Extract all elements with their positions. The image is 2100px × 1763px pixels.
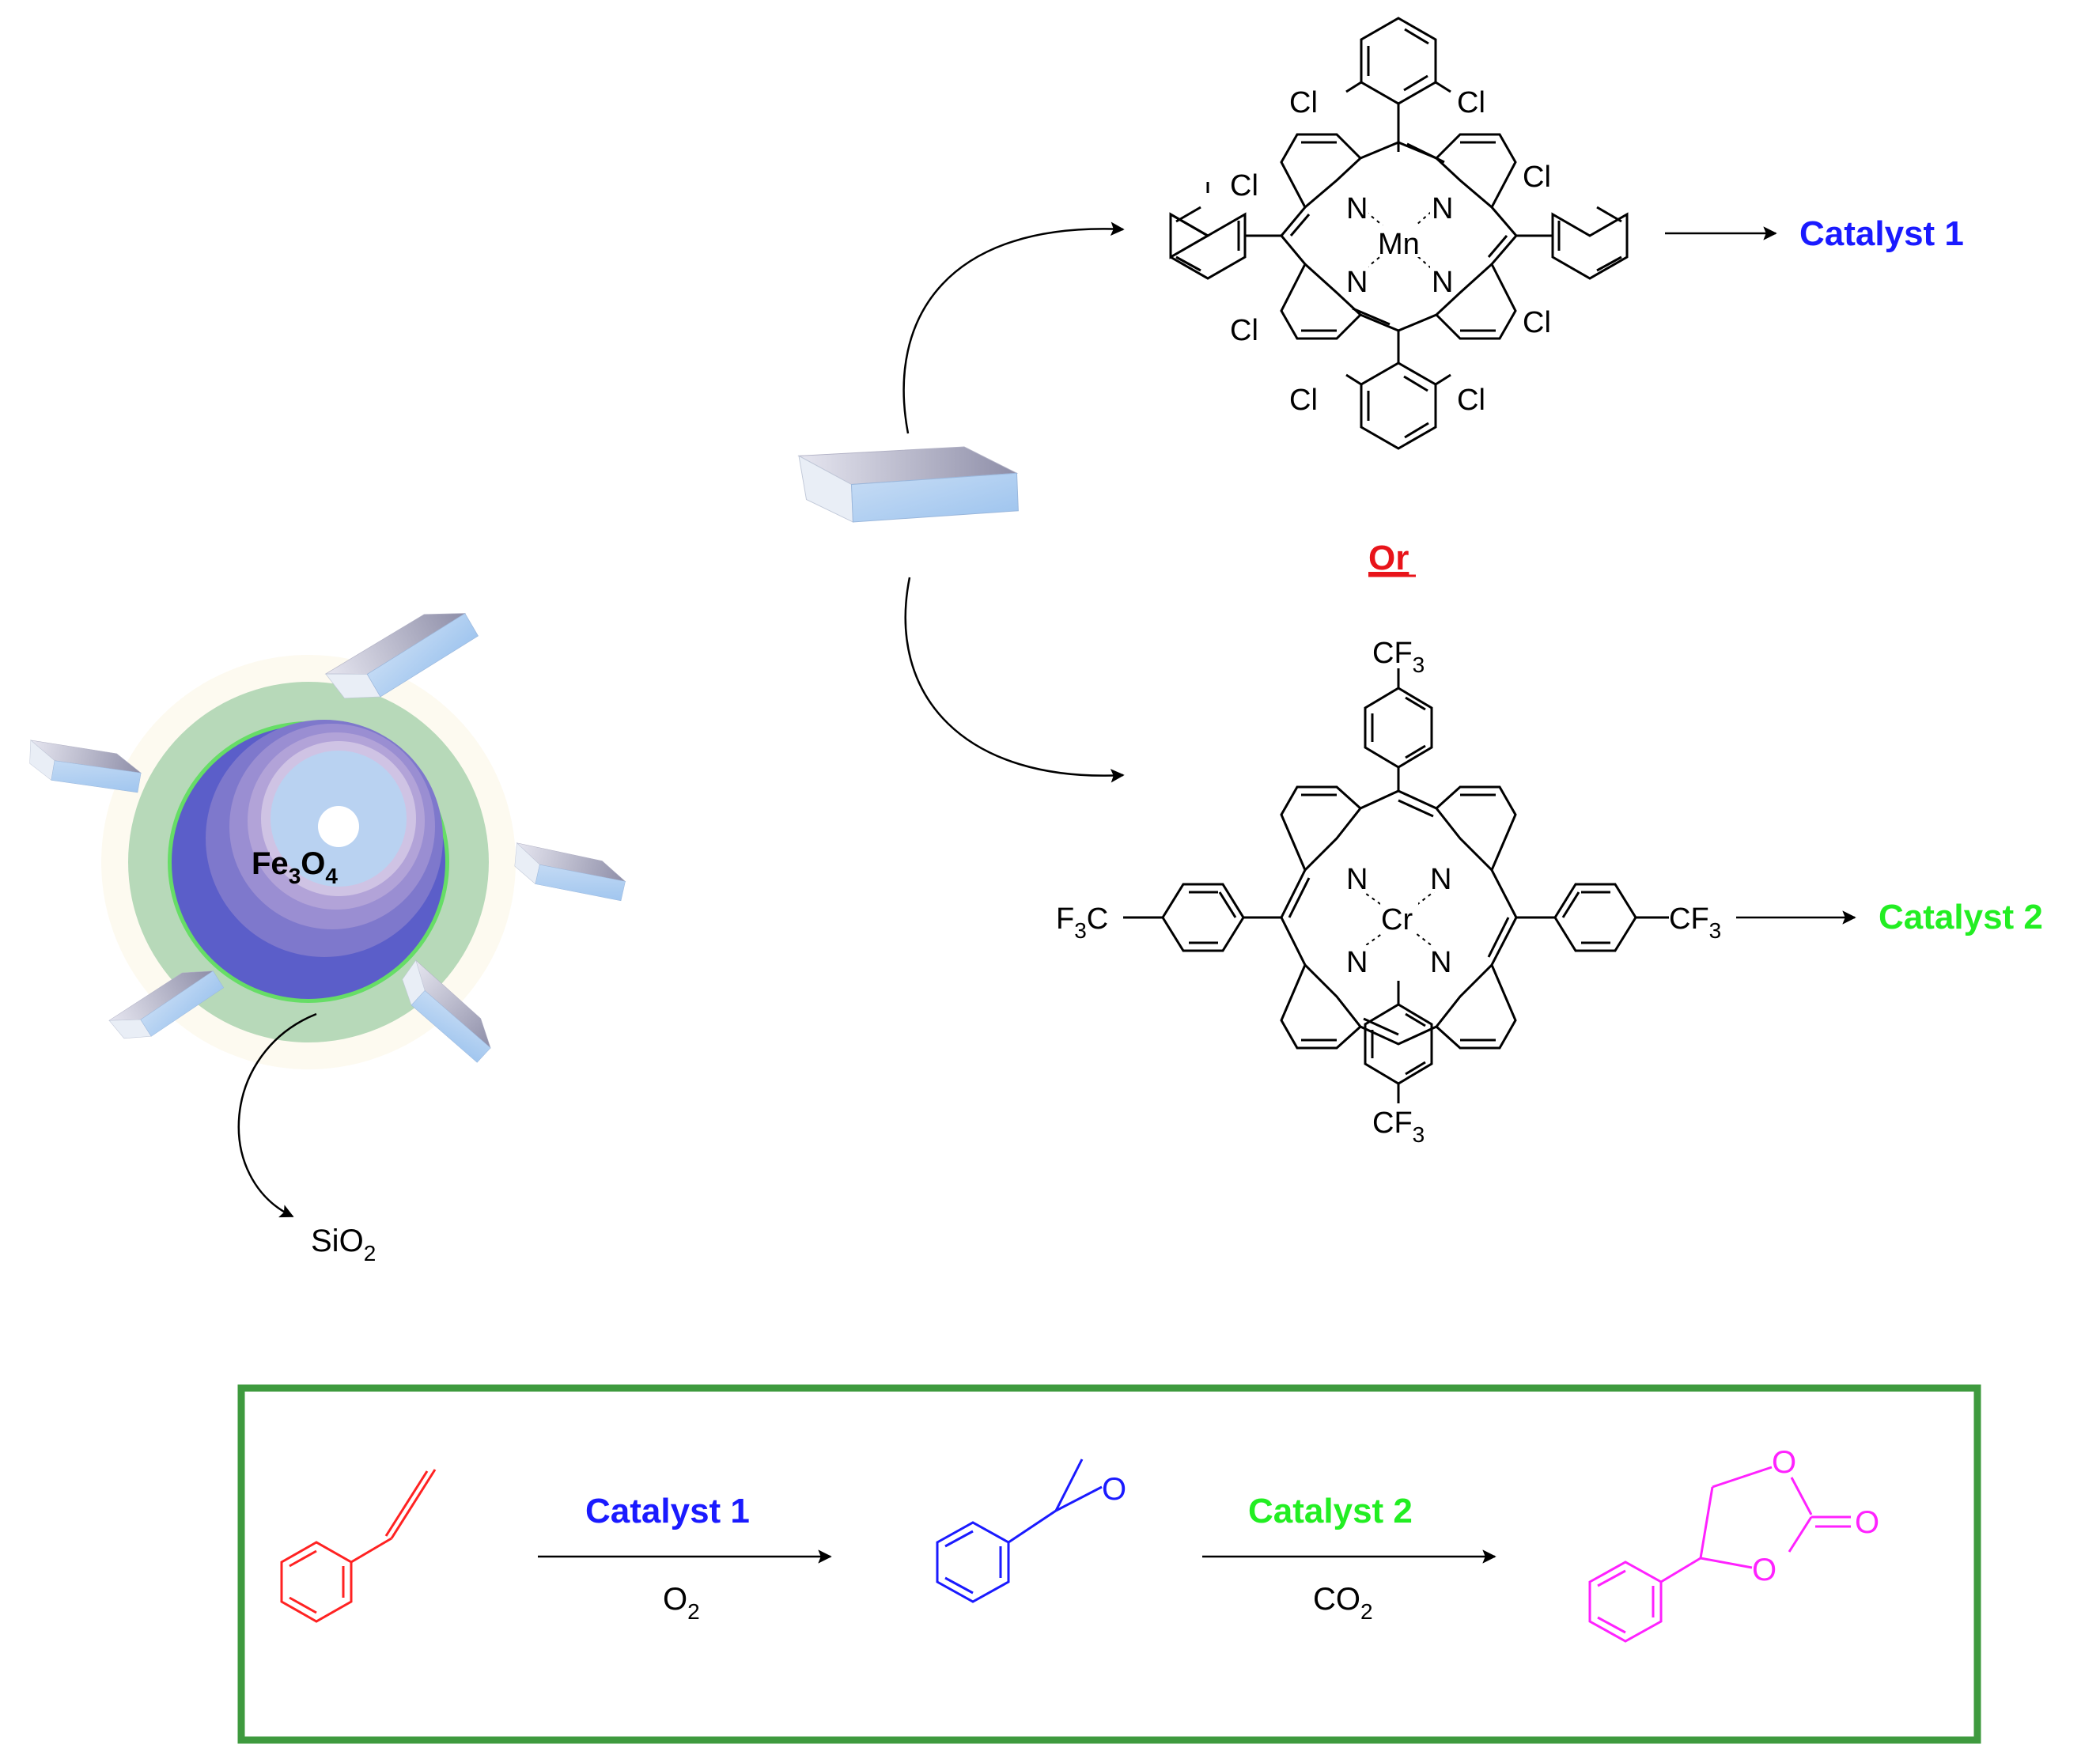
cr-porphyrin-labels: Cr N N N N CF3 CF3 F3C CF3 bbox=[1056, 637, 1721, 1147]
mn-n1: N bbox=[1346, 192, 1368, 225]
step1-catalyst: Catalyst 1 bbox=[585, 1492, 750, 1530]
cr-n3: N bbox=[1346, 946, 1368, 979]
cf3-bottom: CF3 bbox=[1372, 1107, 1425, 1147]
curved-arrow-to-mn bbox=[902, 221, 1125, 434]
carbonate-ring-o1: O bbox=[1772, 1445, 1796, 1480]
cr-n1: N bbox=[1346, 863, 1368, 896]
nanoparticle: Fe3O4 SiO2 bbox=[23, 596, 630, 1266]
cl-left-top: Cl bbox=[1230, 169, 1258, 202]
mn-metal-label: Mn bbox=[1378, 228, 1420, 261]
f3c-left: F3C bbox=[1056, 902, 1108, 943]
mn-porphyrin-labels: Mn N N N N Cl Cl Cl Cl Cl Cl Cl Cl bbox=[1230, 86, 1551, 417]
reaction-frame bbox=[237, 1384, 1981, 1744]
cr-metal-label: Cr bbox=[1381, 903, 1413, 936]
styrene bbox=[280, 1469, 437, 1623]
step2-catalyst: Catalyst 2 bbox=[1248, 1492, 1413, 1530]
sio2-label: SiO2 bbox=[311, 1224, 376, 1266]
catalyst2-label: Catalyst 2 bbox=[1879, 898, 2043, 936]
central-porphyrin-slab bbox=[798, 446, 1019, 523]
cl-top-left: Cl bbox=[1289, 86, 1318, 119]
carbonate-ring-o2: O bbox=[1752, 1553, 1776, 1587]
cl-right-top: Cl bbox=[1523, 161, 1551, 194]
epoxide-oxygen: O bbox=[1102, 1472, 1126, 1507]
or-label: Or bbox=[1368, 539, 1409, 577]
cl-top-right: Cl bbox=[1457, 86, 1485, 119]
styrene-oxide bbox=[936, 1458, 1103, 1603]
cl-left-bottom: Cl bbox=[1230, 314, 1258, 347]
fe3o4-label: Fe3O4 bbox=[252, 846, 338, 888]
cl-bottom-right: Cl bbox=[1457, 384, 1485, 417]
shell-pointer-arrow bbox=[237, 1012, 317, 1218]
cl-bottom-left: Cl bbox=[1289, 384, 1318, 417]
mn-n4: N bbox=[1432, 266, 1453, 299]
cr-porphyrin bbox=[1123, 668, 1669, 1103]
styrene-carbonate bbox=[1588, 1466, 1851, 1643]
mn-porphyrin bbox=[1169, 17, 1629, 450]
cr-n4: N bbox=[1430, 946, 1451, 979]
curved-arrow-to-cr bbox=[904, 577, 1125, 783]
core-center bbox=[318, 806, 359, 847]
cf3-right: CF3 bbox=[1669, 902, 1721, 943]
step1-reagent: O2 bbox=[663, 1582, 700, 1624]
slab-right bbox=[507, 838, 630, 907]
catalyst1-label: Catalyst 1 bbox=[1799, 214, 1964, 253]
carbonate-exo-o: O bbox=[1855, 1505, 1879, 1540]
mn-n2: N bbox=[1432, 192, 1453, 225]
slab-left bbox=[23, 735, 146, 799]
cr-n2: N bbox=[1430, 863, 1451, 896]
mn-n3: N bbox=[1346, 266, 1368, 299]
cl-right-bottom: Cl bbox=[1523, 306, 1551, 339]
cf3-top: CF3 bbox=[1372, 637, 1425, 677]
step2-reagent: CO2 bbox=[1313, 1582, 1373, 1624]
